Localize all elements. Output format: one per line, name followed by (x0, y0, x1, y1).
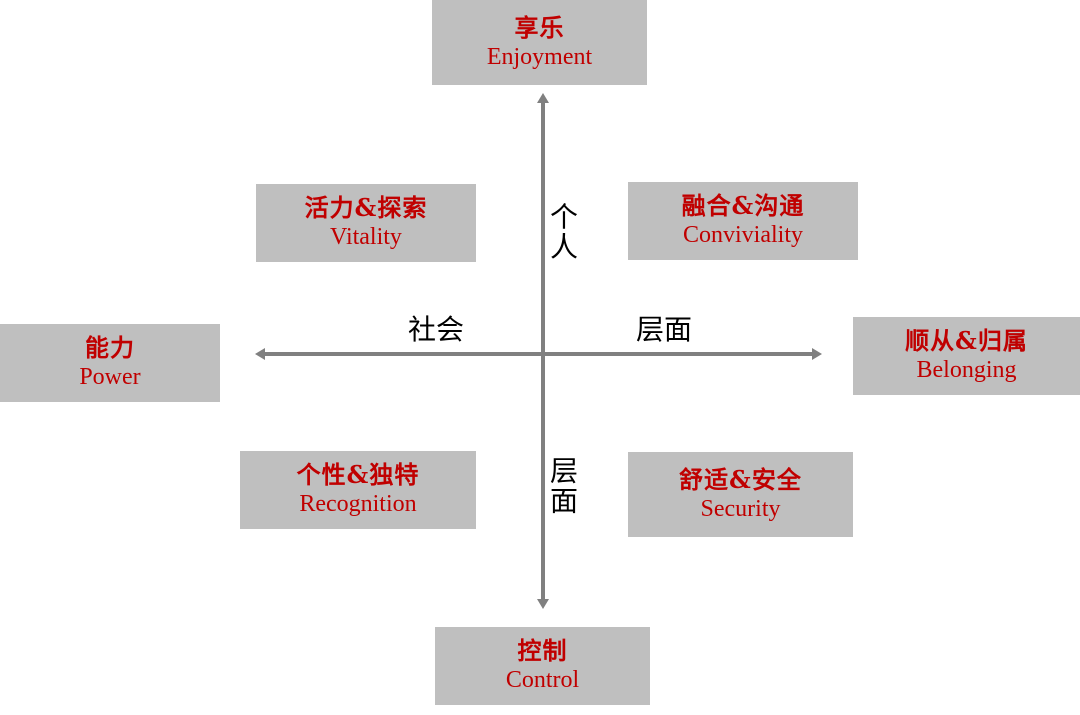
arrow-up-icon (537, 93, 549, 103)
quadrant-zh-label: 顺从&归属 (905, 326, 1028, 356)
quadrant-control: 控制 Control (435, 627, 650, 705)
quadrant-vitality: 活力&探索 Vitality (256, 184, 476, 262)
quadrant-conviviality: 融合&沟通 Conviviality (628, 182, 858, 260)
quadrant-en-label: Security (700, 495, 781, 522)
quadrant-zh-label: 活力&探索 (304, 193, 428, 223)
quadrant-security: 舒适&安全 Security (628, 452, 853, 537)
quadrant-en-label: Conviviality (683, 222, 803, 248)
axis-label-social: 社会 (408, 313, 465, 346)
quadrant-zh-label: 舒适&安全 (679, 464, 802, 494)
axis-label-personal: 个人 (546, 202, 579, 262)
quadrant-en-label: Recognition (299, 491, 417, 517)
quadrant-recognition: 个性&独特 Recognition (240, 451, 476, 529)
quadrant-en-label: Power (79, 364, 141, 390)
quadrant-zh-label: 个性&独特 (296, 460, 420, 490)
quadrant-power: 能力 Power (0, 324, 220, 402)
arrow-left-icon (255, 348, 265, 360)
quadrant-zh-label: 融合&沟通 (681, 191, 805, 221)
quadrant-zh-label: 能力 (85, 333, 135, 363)
quadrant-zh-label: 控制 (517, 636, 568, 666)
quadrant-zh-label: 享乐 (514, 12, 565, 42)
arrow-right-icon (812, 348, 822, 360)
quadrant-belonging: 顺从&归属 Belonging (853, 317, 1080, 395)
quadrant-en-label: Enjoyment (486, 43, 593, 70)
quadrant-en-label: Vitality (330, 224, 402, 250)
axis-label-level-vertical: 层面 (546, 456, 579, 516)
quadrant-enjoyment: 享乐 Enjoyment (432, 0, 647, 85)
arrow-down-icon (537, 599, 549, 609)
axis-label-level-horizontal: 层面 (636, 313, 693, 346)
quadrant-en-label: Control (505, 667, 580, 693)
quadrant-en-label: Belonging (916, 357, 1017, 383)
